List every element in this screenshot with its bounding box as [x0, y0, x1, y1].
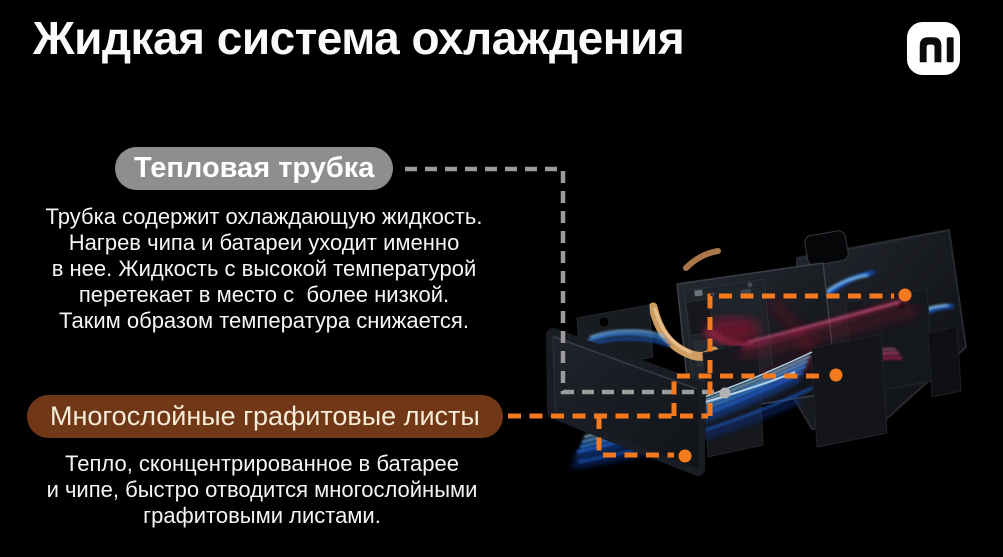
description-line: Нагрев чипа и батареи уходит именно	[68, 230, 460, 255]
graphite-callout-lines	[508, 293, 894, 458]
description-line: графитовыми листами.	[143, 503, 381, 528]
description-line: Таким образом температура снижается.	[59, 308, 469, 333]
heat-pipe-callout-dot	[719, 387, 731, 399]
callout-pill-graphite-sheets-label: Многослойные графитовые листы	[50, 401, 480, 431]
callout-pill-graphite-sheets: Многослойные графитовые листы	[27, 395, 503, 438]
mi-logo-icon	[906, 21, 961, 76]
callout-pill-heat-pipe-label: Тепловая трубка	[134, 152, 375, 184]
description-line: Тепло, сконцентрированное в батарее	[65, 451, 459, 476]
red-heat-streams	[704, 297, 919, 360]
heat-pipe-callout-line	[405, 166, 717, 395]
chip-heat-glow	[705, 317, 761, 343]
graphite-sheets-description: Тепло, сконцентрированное в батарее и чи…	[16, 451, 508, 529]
heat-pipe-description: Трубка содержит охлаждающую жидкость. На…	[24, 204, 504, 334]
description-line: Трубка содержит охлаждающую жидкость.	[45, 204, 483, 229]
callout-pill-heat-pipe: Тепловая трубка	[115, 147, 394, 190]
graphite-sheet-front	[546, 328, 706, 476]
description-line: перетекает в место с более низкой.	[78, 282, 450, 307]
graphite-callout-dots	[678, 288, 912, 463]
description-line: и чипе, быстро отводится многослойными	[46, 477, 478, 502]
xiaomi-logo	[906, 21, 961, 76]
camera-cutout	[804, 230, 849, 266]
description-line: в нее. Жидкость с высокой температурой	[51, 256, 477, 281]
page-title: Жидкая система охлаждения	[33, 12, 685, 64]
